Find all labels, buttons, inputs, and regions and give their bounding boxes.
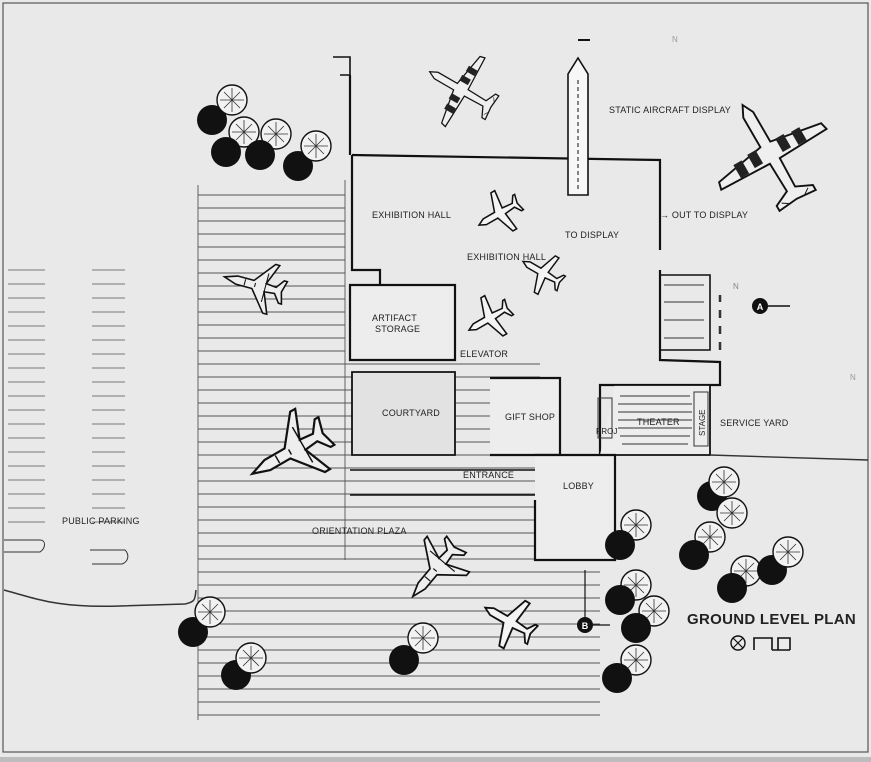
label-static-aircraft-display: STATIC AIRCRAFT DISPLAY — [609, 105, 731, 115]
north-marker-east: N — [733, 282, 739, 291]
label-service-yard: SERVICE YARD — [720, 418, 789, 428]
label-elevator: ELEVATOR — [460, 349, 508, 359]
label-lobby: LOBBY — [563, 481, 594, 491]
label-out-to-display: → OUT TO DISPLAY — [660, 210, 748, 220]
label-courtyard: COURTYARD — [382, 408, 440, 418]
theater-seating — [597, 391, 869, 461]
label-gift-shop: GIFT SHOP — [505, 412, 555, 422]
label-exhibition-hall: EXHIBITION HALL — [372, 210, 451, 220]
label-artifact: ARTIFACT — [372, 313, 417, 323]
north-marker-right: N — [850, 373, 856, 382]
label-to-display: TO DISPLAY — [565, 230, 619, 240]
label-theater: THEATER — [637, 417, 680, 427]
label-stage: STAGE — [698, 409, 707, 436]
label-storage: STORAGE — [375, 324, 420, 334]
north-marker-top: N — [672, 35, 678, 44]
display-ramp — [567, 39, 590, 196]
room-labels: STATIC AIRCRAFT DISPLAY EXHIBITION HALL … — [62, 105, 789, 536]
section-markers: A N B N N — [577, 35, 856, 633]
garage-bays — [664, 284, 722, 350]
marker-b: B — [582, 621, 589, 631]
label-orientation-plaza: ORIENTATION PLAZA — [312, 526, 407, 536]
title-block: GROUND LEVEL PLAN — [687, 611, 856, 651]
parking-lot — [3, 269, 197, 608]
marker-a: A — [757, 302, 764, 312]
label-proj: PROJ — [596, 427, 617, 436]
label-exhibition-hall-inner: EXHIBITION HALL — [467, 252, 546, 262]
label-public-parking: PUBLIC PARKING — [62, 516, 140, 526]
north-arrow-icon — [730, 635, 746, 651]
museum-building-walls — [333, 56, 722, 562]
label-entrance: ENTRANCE — [463, 470, 514, 480]
plan-title: GROUND LEVEL PLAN — [687, 611, 856, 628]
scale-bar-icon — [753, 637, 791, 651]
